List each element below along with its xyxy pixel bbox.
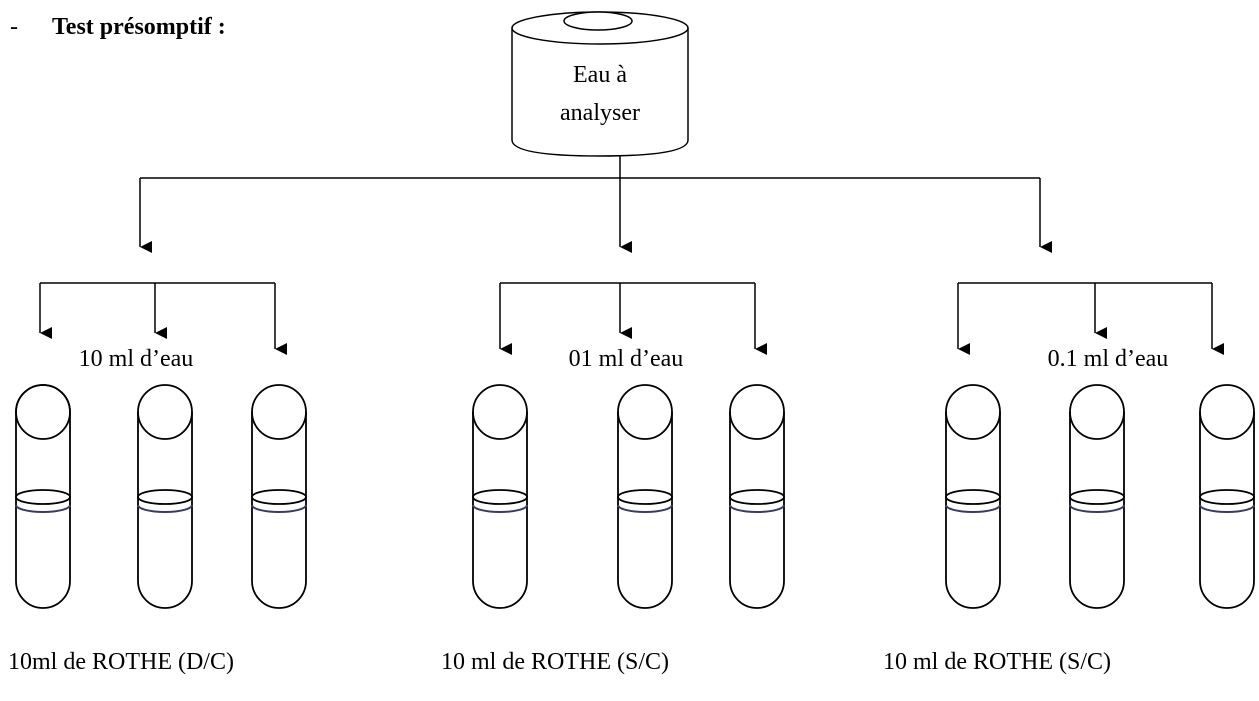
dilution-group-2: 01 ml d’eau 10 ml de ROTHE (S/C) [441, 282, 785, 675]
heading-title: Test présomptif : [52, 14, 226, 40]
group-2-medium-label: 10 ml de ROTHE (S/C) [441, 649, 669, 675]
dilution-group-3: 0.1 ml d’eau 10 ml de ROTHE (S/C) [883, 282, 1255, 675]
test-tube [729, 384, 785, 609]
water-source-container: Eau à analyser [511, 11, 689, 157]
group-2-connector [499, 282, 767, 355]
group-1-medium-label: 10ml de ROTHE (D/C) [8, 649, 234, 675]
group-2-volume-label: 01 ml d’eau [569, 346, 684, 372]
group-1-volume-label: 10 ml d’eau [79, 346, 194, 372]
heading-bullet: - [10, 14, 18, 40]
source-label-line2: analyser [560, 100, 640, 126]
group-3-connector [957, 282, 1224, 355]
test-tube [617, 384, 673, 609]
section-heading: - Test présomptif : [10, 14, 226, 41]
test-tube [251, 384, 307, 609]
test-tube [472, 384, 528, 609]
group-3-volume-label: 0.1 ml d’eau [1048, 346, 1169, 372]
dilution-group-1: 10 ml d’eau 10ml de ROTHE (D/C) [8, 282, 307, 675]
source-label-line1: Eau à [573, 62, 627, 88]
test-tube [1199, 384, 1255, 609]
test-tube [945, 384, 1001, 609]
test-tube [1069, 384, 1125, 609]
test-tube [137, 384, 193, 609]
group-3-medium-label: 10 ml de ROTHE (S/C) [883, 649, 1111, 675]
test-tube [15, 384, 71, 609]
group-1-connector [39, 282, 287, 355]
main-distribution-connector [139, 156, 1052, 253]
